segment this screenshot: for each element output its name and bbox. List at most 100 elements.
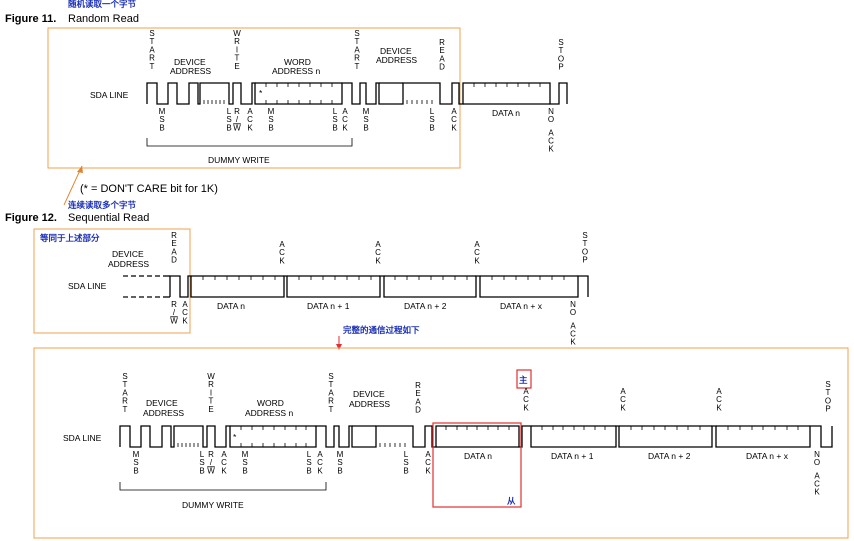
full-sda-line-label: SDA LINE [63,433,102,443]
annotation-random-read: 随机读取一个字节 [68,0,137,10]
fig11-sda-waveform [146,82,568,105]
fig12-rw-label: R/W [170,300,178,325]
full-sda-waveform [119,425,833,448]
fig11-bit-ticks [203,83,541,104]
fig12-sda-line-label: SDA LINE [68,281,107,291]
annotation-arrow [63,165,83,206]
fig12-sda-waveform [169,275,589,298]
fig11-word-address-l2: ADDRESS n [272,66,320,76]
figure12-title: Sequential Read [68,212,149,224]
fig11-device-address2-l2: ADDRESS [376,55,417,65]
full-rw1-label: R/W [207,450,215,475]
full-process-arrowhead [336,344,342,350]
fig11-rw1-label: R/W [233,107,241,132]
fig12-data-0: DATA n [217,301,245,311]
fig12-bit-ticks [202,276,565,280]
figure12-number: Figure 12. [5,212,57,224]
full-dummy-write-bracket [119,482,327,491]
full-device-address-l1: DEVICE [146,398,178,408]
annotation-sequential-read: 连续读取多个字节 [68,200,137,211]
figure11-number: Figure 11. [5,13,56,25]
fig11-device-address2-l1: DEVICE [380,46,412,56]
slave-label: 从 [507,497,516,507]
annotation-equivalent: 等同于上述部分 [39,233,100,244]
full-data-3: DATA n + x [746,451,789,461]
full-data-1: DATA n + 1 [551,451,594,461]
full-device-address2-l2: ADDRESS [349,399,390,409]
fig11-dummy-write-label: DUMMY WRITE [208,155,270,165]
full-device-address2-l1: DEVICE [353,389,385,399]
fig11-word-address-l1: WORD [284,57,311,67]
full-rails [230,425,810,448]
full-dont-care-star: * [233,432,237,442]
annotation-arrowhead [77,166,83,173]
master-ack-highlight [516,369,532,389]
fig11-sda-line-label: SDA LINE [90,90,129,100]
full-word-address-l2: ADDRESS n [245,408,293,418]
full-device-address-l2: ADDRESS [143,408,184,418]
random-read-highlight-box [47,27,461,169]
full-word-address-l1: WORD [257,398,284,408]
fig12-data-3: DATA n + x [500,301,543,311]
full-data-0: DATA n [464,451,492,461]
fig12-device-address-l2: ADDRESS [108,259,149,269]
fig11-device-address-l1: DEVICE [174,57,206,67]
annotation-full-process: 完整的通信过程如下 [343,325,420,336]
fig11-data-n: DATA n [492,108,520,118]
fig11-dont-care-star: * [259,88,263,98]
figure11-title: Random Read [68,13,139,25]
fig12-device-address-l1: DEVICE [112,249,144,259]
master-label: 主 [519,375,528,386]
full-dummy-write-label: DUMMY WRITE [182,500,244,510]
full-process-box [33,347,849,539]
slave-data-highlight [432,422,522,508]
fig11-dummy-write-bracket [146,138,353,147]
dont-care-note: (* = DON'T CARE bit for 1K) [80,183,218,195]
fig12-data-2: DATA n + 2 [404,301,447,311]
fig12-data-1: DATA n + 1 [307,301,350,311]
full-bit-ticks [177,426,799,447]
equivalent-part-box [33,228,191,334]
full-data-2: DATA n + 2 [648,451,691,461]
